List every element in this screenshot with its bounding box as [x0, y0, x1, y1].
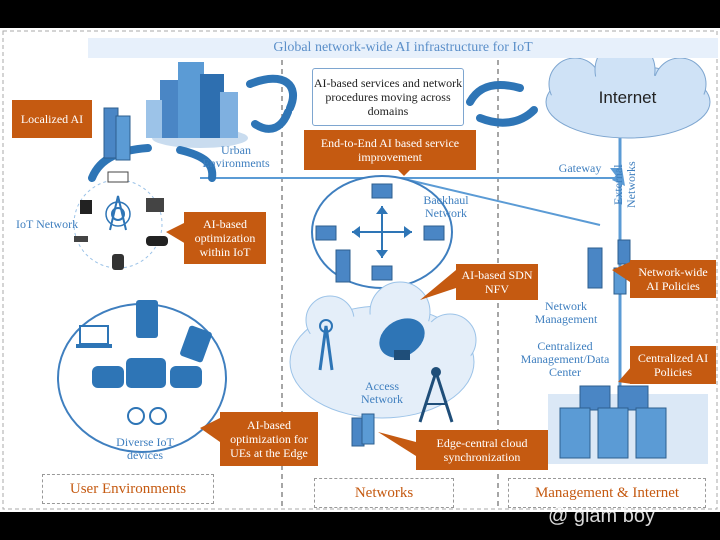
section-user-environments: User Environments	[42, 474, 214, 504]
watermark: @ glam boy	[548, 504, 718, 528]
urban-label: Urban Environments	[202, 143, 270, 170]
access-network-cloud	[289, 281, 477, 447]
curve-arrow-internet	[466, 81, 524, 106]
pointer-e2e	[396, 168, 412, 176]
diagram-title: Global network-wide AI infrastructure fo…	[88, 38, 718, 58]
curve-arrow-right	[176, 146, 217, 182]
network-management-label: Network Management	[534, 299, 598, 326]
arrowhead	[612, 168, 625, 186]
box-e2e-ai: End-to-End AI based service improvement	[304, 130, 476, 170]
curve-arrow-city	[246, 74, 298, 112]
link-diag	[399, 177, 601, 226]
backhaul-label: Backhaul Network	[423, 193, 469, 220]
backhaul-network-circle	[311, 175, 453, 289]
box-ue-edge: AI-based optimization for UEs at the Edg…	[220, 412, 318, 466]
pointer-central	[618, 366, 632, 384]
box-localized-ai: Localized AI	[12, 100, 92, 138]
section-management-internet: Management & Internet	[508, 478, 706, 508]
pointer-net-policies	[612, 262, 630, 282]
box-edge-sync: Edge-central cloud synchronization	[416, 430, 548, 470]
box-sdn-nfv: AI-based SDN NFV	[456, 264, 538, 300]
curve-arrow-city-2	[251, 108, 292, 133]
outer-frame	[2, 30, 718, 510]
box-iot-optimization: AI-based optimization within IoT	[184, 212, 266, 264]
gateway-hex	[610, 168, 622, 176]
network-management-servers	[587, 239, 631, 295]
data-center-servers	[548, 385, 708, 464]
watermark-text: @ glam boy	[548, 504, 656, 527]
internet-label: Internet	[598, 88, 657, 107]
curve-arrow-internet-2	[476, 106, 538, 127]
gateway-label: Gateway	[558, 161, 602, 175]
pointer-ue	[200, 418, 220, 442]
city-buildings	[146, 62, 248, 148]
access-network-label: Access Network	[361, 379, 403, 406]
iot-network-hub	[73, 171, 168, 270]
iot-network-label: IoT Network	[16, 217, 79, 231]
section-networks: Networks	[314, 478, 454, 508]
pointer-sdn	[420, 270, 456, 300]
box-central-policies: Centralized AI Policies	[630, 346, 716, 384]
top-callout: AI-based services and network procedures…	[312, 68, 464, 126]
pointer-iot	[166, 222, 186, 244]
localized-ai-server-icon	[103, 107, 131, 161]
pointer-sync	[378, 432, 416, 456]
box-network-policies: Network-wide AI Policies	[630, 260, 716, 298]
external-networks-label: External Networks	[611, 161, 638, 208]
diverse-devices-label: Diverse IoT devices	[116, 435, 174, 462]
central-management-label: Centralized Management/Data Center	[520, 339, 610, 379]
diverse-devices-cluster	[57, 300, 227, 453]
